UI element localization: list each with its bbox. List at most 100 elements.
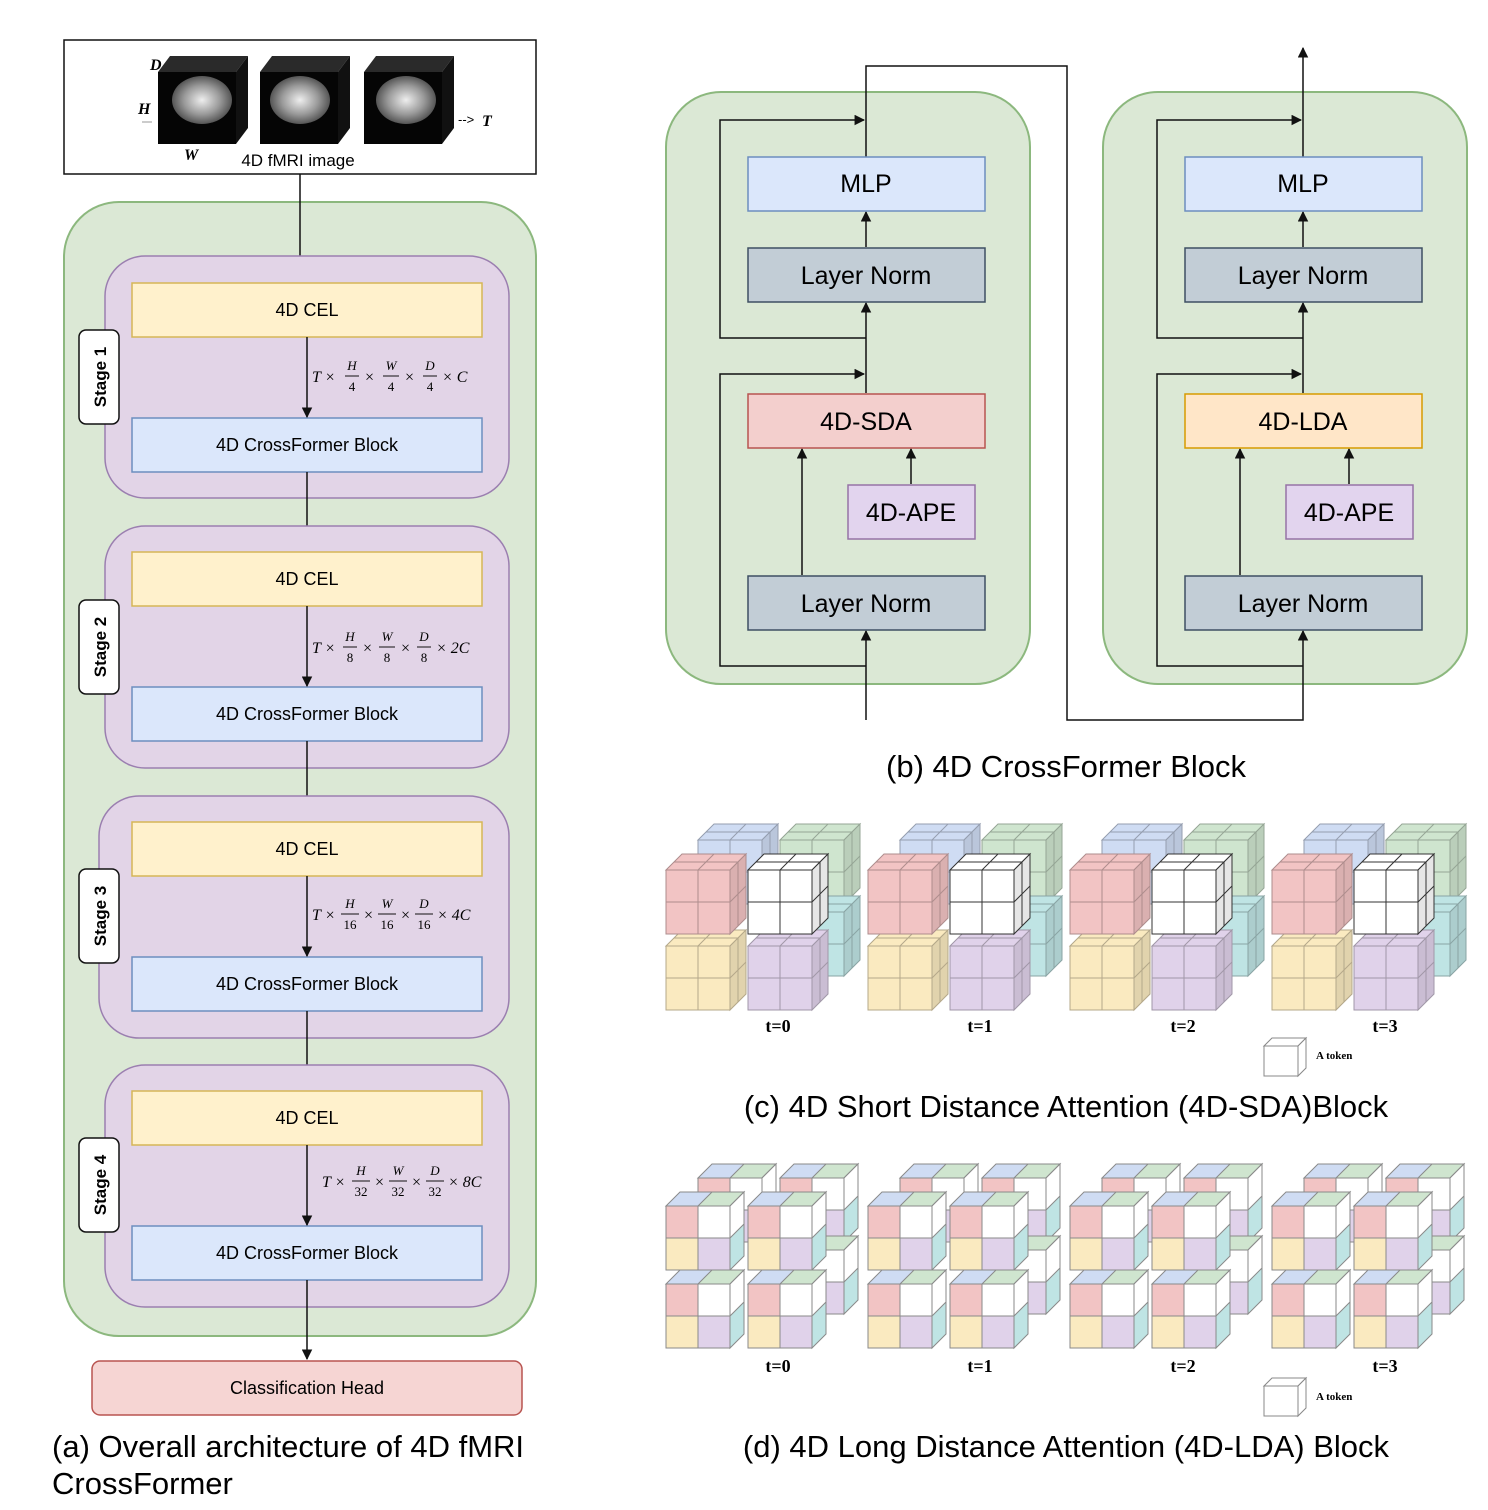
svg-text:32: 32 [392,1184,405,1199]
stage-3-block-label: 4D CrossFormer Block [216,974,399,994]
dim-t-label: T [482,113,493,130]
panel-c-labels: t=0 t=1 t=2 t=3 [765,1016,1397,1036]
stage-2-tag-label: Stage 2 [91,617,110,677]
token-group-yellow-3 [1270,928,1354,1012]
fmri-volume-3 [364,56,454,144]
lda-norm-top-box [1184,247,1423,303]
lda-token-group-front-c-0 [664,1268,746,1350]
stage-1-shape: T × H 4 × W 4 × D 4 × C [312,358,468,394]
lda-token-group-front-a-1 [866,1190,948,1272]
lda-mlp-label: MLP [1277,170,1328,198]
svg-text:×: × [374,1174,385,1191]
token-group-white-1 [948,852,1032,936]
stage-1: 4D CEL 4D CrossFormer Block Stage 1 T × … [78,255,510,499]
svg-text:D: D [424,358,435,373]
svg-text:× C: × C [442,369,468,386]
stage-4-cel-box [131,1090,483,1146]
lda-timestep-0 [664,1162,860,1350]
svg-text:32: 32 [355,1184,368,1199]
svg-text:4: 4 [427,379,434,394]
lda-mlp-box [1184,156,1423,212]
sda-time-label-0: t=0 [765,1016,790,1036]
stage-2-tag [78,599,120,695]
dim-t-arrow: --> [458,112,474,127]
token-group-yellow-1 [866,928,950,1012]
lda-token-group-front-b-3 [1352,1190,1434,1272]
sda-timestep-2 [1068,822,1266,1012]
stage-4-block-label: 4D CrossFormer Block [216,1243,399,1263]
stage-4-tag [78,1137,120,1233]
svg-text:16: 16 [344,917,358,932]
svg-text:16: 16 [418,917,432,932]
sda-timestep-1 [866,822,1064,1012]
lda-timestep-3 [1270,1162,1466,1350]
lda-ape-box [1285,484,1414,540]
token-group-red-3 [1270,852,1354,936]
svg-text:D: D [418,629,429,644]
caption-a-line2: CrossFormer [52,1466,233,1501]
svg-text:H: H [344,896,355,911]
lda-token-legend: A token [1262,1376,1352,1418]
caption-b: (b) 4D CrossFormer Block [886,749,1246,784]
sda-time-label-2: t=2 [1170,1016,1195,1036]
svg-text:×: × [362,640,373,657]
token-group-purple-3 [1352,928,1436,1012]
svg-text:W: W [382,896,394,911]
lda-attention-label: 4D-LDA [1259,408,1348,436]
token-group-purple-2 [1150,928,1234,1012]
svg-text:× 2C: × 2C [436,640,470,657]
stage-3-shape: T × H 16 × W 16 × D 16 × 4C [312,896,471,932]
sda-norm-bottom-label: Layer Norm [801,590,932,618]
dim-h-label: H [137,101,151,118]
svg-text:× 4C: × 4C [437,907,471,924]
stage-2: 4D CEL 4D CrossFormer Block Stage 2 T × … [78,525,510,769]
svg-text:T ×: T × [322,1174,345,1191]
svg-text:8: 8 [347,650,354,665]
lda-ape-label: 4D-APE [1304,499,1394,527]
lda-token-group-front-b-2 [1150,1190,1232,1272]
svg-text:16: 16 [381,917,395,932]
stage-2-shape: T × H 8 × W 8 × D 8 × 2C [312,629,470,665]
token-group-purple-0 [746,928,830,1012]
lda-time-label-3: t=3 [1372,1356,1397,1376]
stage-4: 4D CEL 4D CrossFormer Block Stage 4 T × … [78,1064,510,1308]
lda-time-label-1: t=1 [967,1356,992,1376]
stage-2-block-box [131,686,483,742]
token-group-yellow-2 [1068,928,1152,1012]
svg-text:8: 8 [421,650,428,665]
classification-head-label: Classification Head [230,1378,384,1398]
lda-norm-bottom-box [1184,575,1423,631]
panel-a-overall-architecture: D H W --> T 4D fMRI image 4D CEL 4D Cros… [52,39,537,1501]
fmri-volume-1 [158,56,248,144]
stage-4-tag-label: Stage 4 [91,1154,110,1215]
stage-1-block-label: 4D CrossFormer Block [216,435,399,455]
svg-text:8: 8 [384,650,391,665]
lda-token-group-front-a-3 [1270,1190,1352,1272]
lda-token-group-front-c-1 [866,1268,948,1350]
caption-d: (d) 4D Long Distance Attention (4D-LDA) … [743,1429,1390,1464]
sda-timestep-3 [1270,822,1468,1012]
lda-attention-box [1184,393,1423,449]
token-group-red-0 [664,852,748,936]
sda-mlp-box [747,156,986,212]
token-group-purple-1 [948,928,1032,1012]
classification-head-box [91,1360,523,1416]
svg-text:× 8C: × 8C [448,1174,482,1191]
sda-ape-box [847,484,976,540]
token-group-white-3 [1352,852,1436,936]
stage-4-shape: T × H 32 × W 32 × D 32 × 8C [322,1163,482,1199]
svg-text:T ×: T × [312,369,335,386]
svg-text:W: W [393,1163,405,1178]
panel-b-crossformer-block: MLP Layer Norm 4D-SDA 4D-APE Layer Norm … [665,46,1468,784]
lda-norm-top-label: Layer Norm [1238,262,1369,290]
token-group-red-2 [1068,852,1152,936]
dim-w-label: W [184,147,200,164]
svg-text:×: × [400,640,411,657]
lda-token-group-front-d-3 [1352,1268,1434,1350]
stage-3-tag-label: Stage 3 [91,886,110,946]
sda-norm-top-box [747,247,986,303]
sda-attention-box [747,393,986,449]
stage-1-tag-label: Stage 1 [91,347,110,407]
svg-text:W: W [386,358,398,373]
